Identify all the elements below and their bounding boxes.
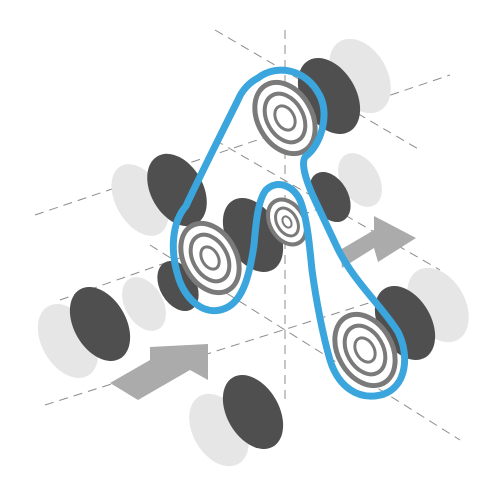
guide-line [214, 29, 421, 151]
guide-line [44, 289, 411, 406]
arrow-icon [110, 344, 208, 400]
disc-icon [338, 153, 382, 207]
pulley-icon [332, 311, 398, 389]
belt-icon [169, 66, 409, 400]
disc-icon [122, 277, 166, 331]
pulley-icon [178, 220, 242, 296]
pulley-icon [252, 79, 318, 157]
disc-icon [147, 153, 207, 227]
disc-icon [222, 375, 284, 449]
arrows [110, 216, 416, 400]
guide-line [214, 139, 441, 271]
arrow-icon [340, 216, 416, 268]
disc-icon [69, 287, 131, 361]
pulleys [178, 79, 398, 389]
